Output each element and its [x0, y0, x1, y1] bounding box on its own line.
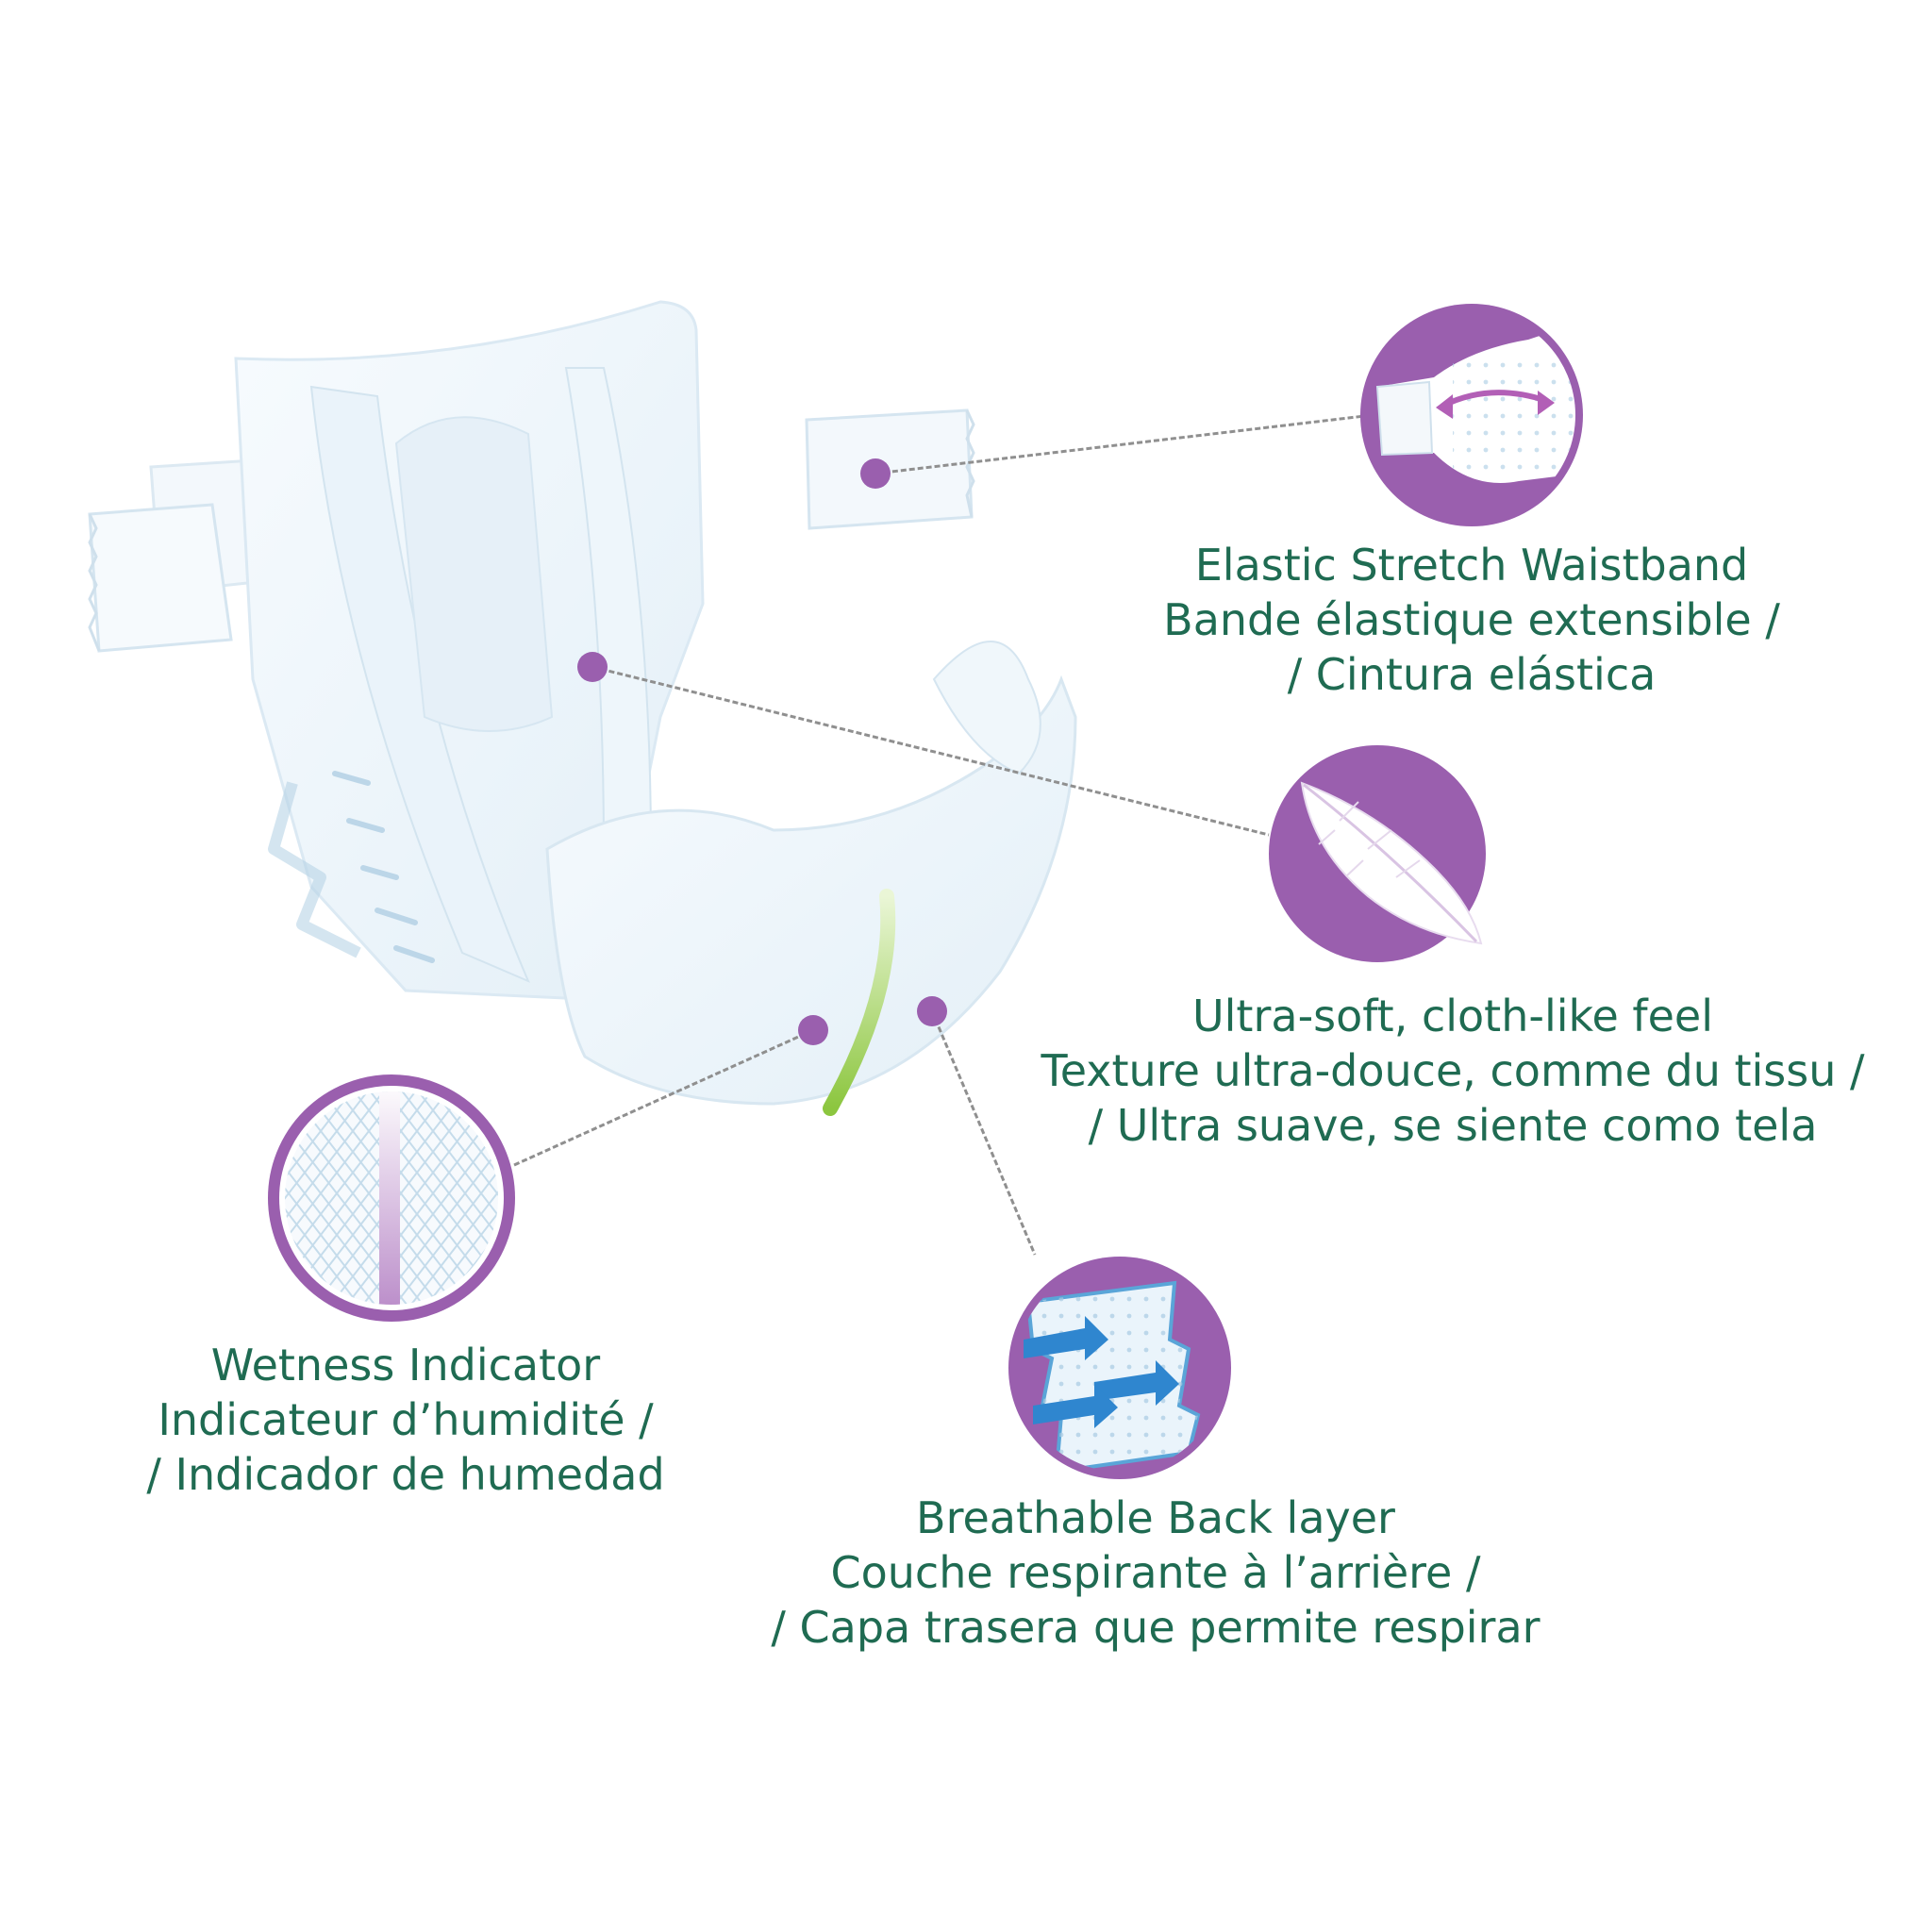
- caption-wetness-es: / Indicador de humedad: [146, 1449, 665, 1500]
- caption-breathable-es: / Capa trasera que permite respirar: [771, 1602, 1541, 1653]
- right-fastening-tab: [805, 408, 975, 530]
- dot-breathable: [917, 996, 947, 1026]
- absorbent-core: [394, 416, 554, 732]
- caption-soft-es: / Ultra suave, se siente como tela: [1088, 1100, 1818, 1151]
- wetness-indicator-stripe: [823, 889, 896, 1116]
- caption-breathable-fr: Couche respirante à l’arrière /: [830, 1547, 1481, 1598]
- caption-waistband-en: Elastic Stretch Waistband: [1194, 540, 1749, 591]
- leader-lines: [513, 413, 1374, 1256]
- leader-line-wetness: [513, 1028, 814, 1167]
- caption-wetness-fr: Indicateur d’humidité /: [158, 1394, 654, 1445]
- left-leg-cuff: [309, 385, 530, 983]
- callout-dots: [577, 458, 947, 1045]
- feather-icon: [1269, 745, 1486, 962]
- leader-line-waistband: [874, 413, 1374, 475]
- caption-waistband-es: / Cintura elástica: [1287, 649, 1657, 700]
- diaper-illustration: [88, 300, 1077, 1116]
- caption-breathable-en: Breathable Back layer: [916, 1492, 1395, 1543]
- caption-soft: Ultra-soft, cloth-like feel Texture ultr…: [1000, 989, 1906, 1153]
- caption-soft-en: Ultra-soft, cloth-like feel: [1191, 991, 1714, 1041]
- airflow-layer-icon: [1008, 1257, 1231, 1479]
- diaper-front-panel: [545, 675, 1077, 1106]
- dot-waistband: [860, 458, 891, 489]
- wetness-indicator-icon: [268, 1074, 515, 1322]
- leader-line-breathable: [930, 1010, 1037, 1256]
- caption-wetness: Wetness Indicator Indicateur d’humidité …: [94, 1338, 717, 1502]
- caption-wetness-en: Wetness Indicator: [210, 1340, 601, 1391]
- dot-soft: [577, 652, 608, 682]
- dot-wetness: [798, 1015, 828, 1045]
- elastic-stretch-icon: [1360, 304, 1583, 526]
- caption-waistband-fr: Bande élastique extensible /: [1163, 594, 1780, 645]
- caption-breathable: Breathable Back layer Couche respirante …: [703, 1491, 1608, 1655]
- caption-soft-fr: Texture ultra-douce, comme du tissu /: [1041, 1045, 1865, 1096]
- caption-waistband: Elastic Stretch Waistband Bande élastiqu…: [1104, 538, 1840, 702]
- leader-line-soft: [591, 665, 1270, 837]
